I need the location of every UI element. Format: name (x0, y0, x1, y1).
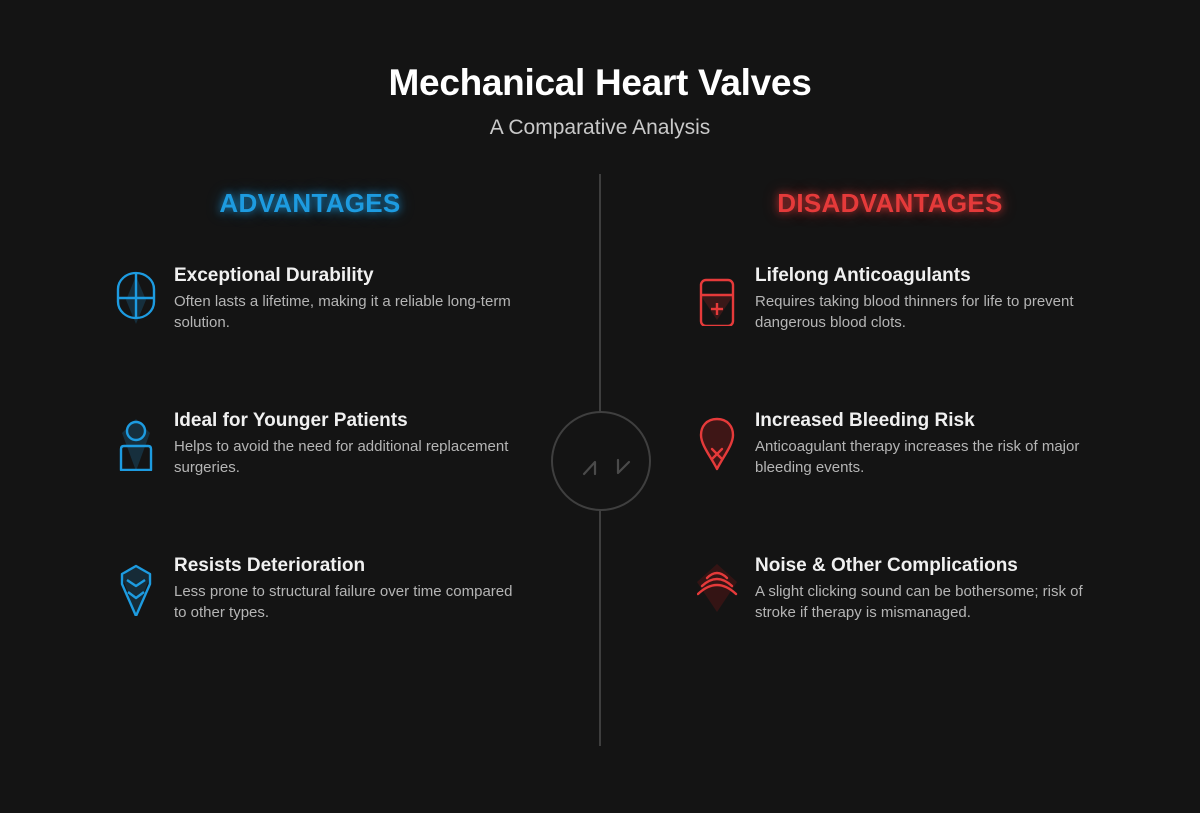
advantage-description: Often lasts a lifetime, making it a reli… (174, 293, 511, 331)
sound-waves-icon (697, 564, 738, 612)
person-icon (119, 419, 153, 471)
blood-drop-x-icon (699, 417, 735, 471)
advantages-heading: ADVANTAGES (219, 188, 401, 218)
chevron-shield-icon (120, 564, 152, 616)
disadvantage-title: Increased Bleeding Risk (755, 410, 975, 431)
advantage-description: Helps to avoid the need for additional r… (174, 438, 509, 476)
disadvantage-title: Noise & Other Complications (755, 555, 1018, 576)
up-down-arrows-icon (582, 458, 631, 476)
pill-bottle-icon (699, 278, 735, 326)
page-title: Mechanical Heart Valves (388, 62, 812, 103)
advantage-title: Ideal for Younger Patients (174, 410, 408, 431)
advantage-title: Exceptional Durability (174, 265, 374, 286)
page-subtitle: A Comparative Analysis (489, 116, 711, 139)
shield-cross-icon (116, 271, 156, 324)
advantage-title: Resists Deterioration (174, 555, 366, 576)
disadvantages-heading: DISADVANTAGES (777, 188, 1003, 218)
center-badge (551, 411, 651, 511)
disadvantage-description: Anticoagulant therapy increases the risk… (755, 438, 1080, 476)
advantage-description: Less prone to structural failure over ti… (174, 583, 513, 621)
disadvantage-description: A slight clicking sound can be bothersom… (755, 583, 1083, 621)
disadvantage-title: Lifelong Anticoagulants (755, 265, 971, 286)
disadvantage-description: Requires taking blood thinners for life … (755, 293, 1074, 331)
